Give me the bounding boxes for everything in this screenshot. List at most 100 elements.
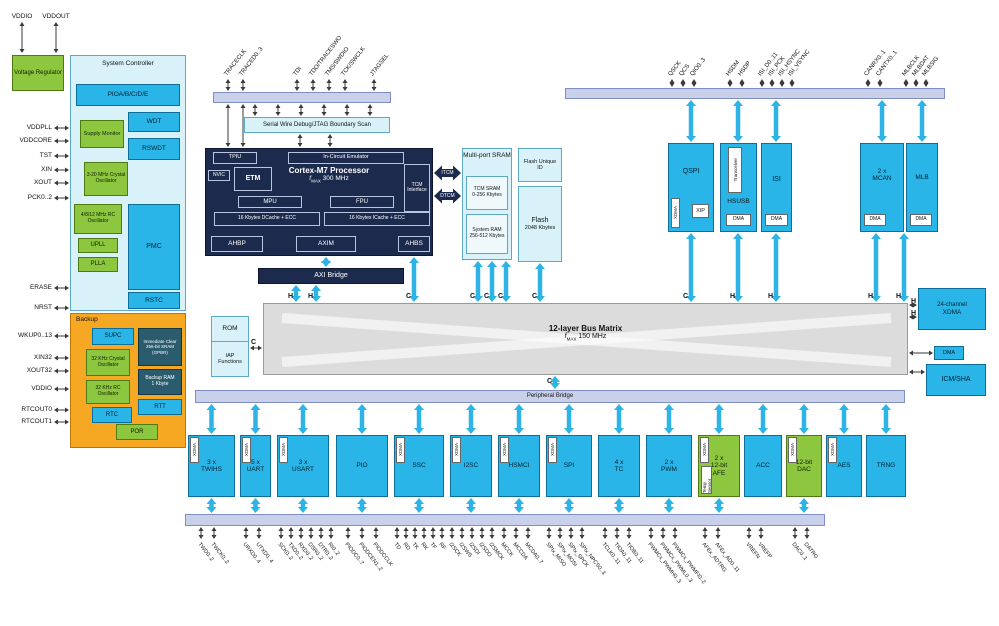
bus-port-label-c-2: C: [406, 293, 412, 300]
backup-ram-name: Backup RAM: [145, 375, 175, 382]
crystal-oscillator-block: 3-20 MHz Crystal Oscillator: [84, 162, 128, 196]
xdma-tag: XDMA: [700, 437, 709, 463]
xdma-tag: XDMA: [279, 437, 288, 463]
flash-name: Flash: [531, 216, 549, 224]
mcan-label-1: 2 x: [877, 168, 887, 175]
pin-label-rtcout0: RTCOUT0: [21, 406, 52, 413]
block-trng: TRNG: [866, 435, 906, 497]
por-block: POR: [116, 424, 158, 440]
bus-matrix-frequency: fMAX 150 MHz: [264, 333, 907, 341]
pioabcde-block: PIOA/B/C/D/E: [76, 84, 180, 106]
bus-port-label-h-14: H: [911, 310, 917, 317]
xdma-tag: XDMA: [548, 437, 557, 463]
mcan-dma-box: DMA: [864, 214, 886, 226]
ahbp-box: AHBP: [211, 236, 263, 252]
peripheral-bridge-bar: Peripheral Bridge: [195, 390, 905, 403]
f-sub: MAX: [566, 336, 577, 342]
debug-bus-bar: [213, 92, 391, 103]
bus-port-label-c-7: C: [683, 293, 689, 300]
tcm-sram-size: 0-256 Kbytes: [472, 192, 502, 198]
bus-matrix-name: 12-layer Bus Matrix: [548, 324, 623, 333]
system-controller-title: System Controller: [102, 60, 154, 67]
xdma-tag-label: XDMA: [673, 206, 678, 220]
pin-label-jtagsel: JTAGSEL: [369, 53, 391, 78]
pin-label-xout: XOUT: [33, 179, 52, 186]
backup-title: Backup: [76, 316, 98, 323]
tcm-interface-box: TCM Interface: [404, 164, 430, 212]
dcache-box: 16 Kbytes DCache + ECC: [214, 212, 320, 226]
hsusb-label: HSUSB: [727, 198, 750, 205]
transceiver-box: Transceiver: [728, 147, 742, 193]
xip-block: XIP: [692, 204, 709, 218]
isi-label: ISI: [772, 176, 781, 183]
dma-block: DMA: [934, 346, 964, 360]
xdma-tag: XDMA: [671, 198, 680, 228]
mlb-dma-box: DMA: [910, 214, 932, 226]
bus-port-label-h-1: H: [308, 293, 314, 300]
plla-block: PLLA: [78, 257, 118, 272]
xdma-tag: XDMA: [242, 437, 251, 463]
axim-box: AXIM: [296, 236, 356, 252]
block-pio: PIO: [336, 435, 388, 497]
right-bus-bar: [565, 88, 945, 99]
ahbs-box: AHBS: [398, 236, 430, 252]
xdma-tag: XDMA: [500, 437, 509, 463]
pin-label-xout32: XOUT32: [26, 367, 52, 374]
icm-sha-block: ICM/SHA: [926, 364, 986, 396]
wdt-block: WDT: [128, 112, 180, 132]
bus-port-label-c-3: C: [470, 293, 476, 300]
pin-label-vddcore: VDDCORE: [19, 137, 52, 144]
pin-label-pck0-2: PCK0..2: [27, 194, 52, 201]
system-ram-name: System RAM: [472, 227, 502, 234]
mcan-label-2: MCAN: [872, 175, 892, 183]
xdma-tag: XDMA: [828, 437, 837, 463]
block-acc: ACC: [744, 435, 782, 497]
transceiver-label: Transceiver: [732, 158, 738, 182]
pin-label-tdi: TDI: [292, 66, 304, 78]
bottom-bus-bar: [185, 514, 825, 526]
in-circuit-emulator-box: In-Circuit Emulator: [288, 152, 404, 164]
system-ram-size: 256-512 Kbytes: [469, 233, 505, 239]
xdma-label-1: 24-channel: [937, 301, 967, 308]
itcm-label: ITCM: [441, 170, 454, 176]
flash-size: 2048 Kbytes: [524, 224, 556, 231]
swd-jtag-box: Serial Wire Debug/JTAG Boundary Scan: [244, 117, 390, 133]
bus-port-label-h-0: H: [288, 293, 294, 300]
xdma-tag: XDMA: [190, 437, 199, 463]
f-sub: MAX: [311, 178, 321, 184]
rc32-block: 32 KHz RC Oscillator: [86, 380, 130, 404]
supply-monitor-block: Supply Monitor: [80, 120, 124, 148]
block-aes: AES: [826, 435, 862, 497]
bus-port-label-h-8: H: [730, 293, 736, 300]
bus-port-label-h-10: H: [868, 293, 874, 300]
voltage-regulator-block: Voltage Regulator: [12, 55, 64, 91]
isi-dma-box: DMA: [765, 214, 788, 226]
system-ram-block: System RAM 256-512 Kbytes: [466, 214, 508, 254]
bus-matrix: 12-layer Bus Matrix fMAX 150 MHz: [263, 303, 908, 375]
cortex-m7-title: Cortex-M7 Processor fMAX 300 MHz: [260, 166, 398, 183]
pin-label-wkup0-13: WKUP0..13: [18, 332, 52, 339]
mpu-box: MPU: [238, 196, 302, 208]
pin-label-vddout: VDDOUT: [42, 13, 70, 20]
bus-port-label-c-4: C: [484, 293, 490, 300]
pin-label-vddio: VDDIO: [31, 385, 52, 392]
pmc-block: PMC: [128, 204, 180, 290]
f-value: 300 MHz: [320, 175, 349, 182]
rtc-block: RTC: [92, 407, 132, 423]
multiport-sram-title: Multi-port SRAM: [463, 152, 511, 159]
supc-block: SUPC: [92, 328, 134, 345]
mlb-label: MLB: [915, 174, 929, 181]
xdma-tag: XDMA: [452, 437, 461, 463]
upll-block: UPLL: [78, 238, 118, 253]
pin-label-qio0-3: QIO0..3: [689, 57, 708, 78]
rstc-block: RSTC: [128, 292, 180, 309]
bus-port-label-h-11: H: [896, 293, 902, 300]
xdma-tag: XDMA: [396, 437, 405, 463]
pin-label-nrst: NRST: [34, 304, 52, 311]
hsusb-dma-box: DMA: [726, 214, 751, 226]
f-value: 150 MHz: [576, 333, 607, 340]
xdma-tag: XDMA: [788, 437, 797, 463]
cpu-frequency: fMAX 300 MHz: [260, 175, 398, 183]
